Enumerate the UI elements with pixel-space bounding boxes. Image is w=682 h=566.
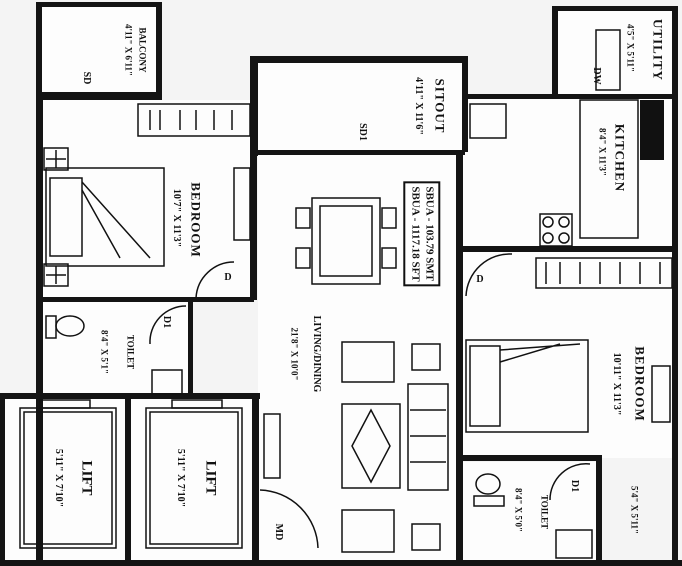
kitchen-dim: 8'4" X 11'3"	[597, 128, 608, 176]
bedroom-right-name: BEDROOM	[632, 346, 648, 422]
wall	[36, 96, 43, 566]
wall	[552, 6, 558, 98]
lift-1-dim: 5'11" X 7'10"	[53, 448, 64, 508]
room-balcony	[40, 6, 158, 96]
wall	[596, 455, 602, 565]
wall	[36, 92, 162, 100]
bedroom-left-door-tag: D	[224, 272, 232, 283]
utility-name: UTILITY	[650, 19, 666, 81]
wall	[0, 393, 5, 566]
sbua-sft: SBUA - 1117.18 SFT	[409, 186, 421, 282]
lift-2-name: LIFT	[202, 460, 219, 496]
living-dining-name: LIVING/DINING	[311, 315, 322, 393]
room-utility	[558, 10, 676, 96]
sitout-door-tag: SD1	[357, 123, 368, 141]
wall	[552, 6, 678, 11]
bedroom-left-name: BEDROOM	[188, 182, 204, 258]
wall	[252, 393, 259, 566]
wall	[250, 56, 258, 156]
wall	[462, 94, 678, 99]
wall	[460, 455, 600, 461]
wall	[460, 246, 678, 252]
wall	[462, 56, 468, 152]
room-sitout	[258, 62, 466, 154]
right-small-room-dim: 5'4" X 5'11"	[629, 486, 640, 534]
wall	[672, 6, 678, 566]
balcony-name: BALCONY	[137, 27, 148, 73]
sbua-sqm: SBUA - 103.79 SMT	[423, 186, 436, 282]
toilet-right-door-tag: D1	[569, 479, 580, 493]
balcony-door-tag: SD	[81, 71, 92, 85]
sitout-name: SITOUT	[432, 78, 448, 134]
toilet-left-door-tag: D1	[161, 315, 172, 329]
main-door-tag: MD	[273, 523, 284, 541]
living-dining-dim: 21'8" X 10'0"	[289, 327, 300, 381]
toilet-left-name: TOILET	[125, 334, 136, 370]
wall	[250, 56, 468, 63]
kitchen-name: KITCHEN	[612, 123, 628, 193]
utility-dim: 4'5" X 5'11"	[625, 24, 636, 72]
room-toilet-left	[42, 302, 192, 394]
balcony-dim: 4'11" X 6'11"	[123, 23, 134, 77]
wall	[250, 150, 257, 300]
wall	[156, 2, 162, 96]
wall	[125, 393, 131, 566]
wall	[36, 2, 162, 7]
wall	[250, 150, 465, 155]
room-toilet-right	[462, 462, 598, 562]
toilet-right-dim: 8'4" X 5'0"	[513, 488, 524, 532]
utility-door-tag: DW	[591, 67, 602, 85]
toilet-right-name: TOILET	[539, 494, 550, 530]
wall	[456, 150, 463, 562]
room-bedroom-right	[462, 252, 676, 458]
bedroom-right-dim: 10'11" X 11'3"	[611, 352, 622, 416]
bedroom-left-dim: 10'7" X 11'3"	[171, 188, 182, 248]
area-box: SBUA - 103.79 SMT SBUA - 1117.18 SFT	[403, 181, 441, 287]
wall	[188, 300, 193, 396]
wall	[36, 2, 42, 96]
sitout-dim: 4'11" X 11'6"	[413, 77, 424, 135]
toilet-left-dim: 8'4" X 5'1"	[99, 330, 110, 374]
wall	[0, 560, 682, 566]
lift-2-dim: 5'11" X 7'10"	[175, 448, 186, 508]
wall	[40, 297, 254, 302]
bedroom-right-door-tag: D	[476, 274, 484, 285]
lift-1-name: LIFT	[78, 460, 95, 496]
